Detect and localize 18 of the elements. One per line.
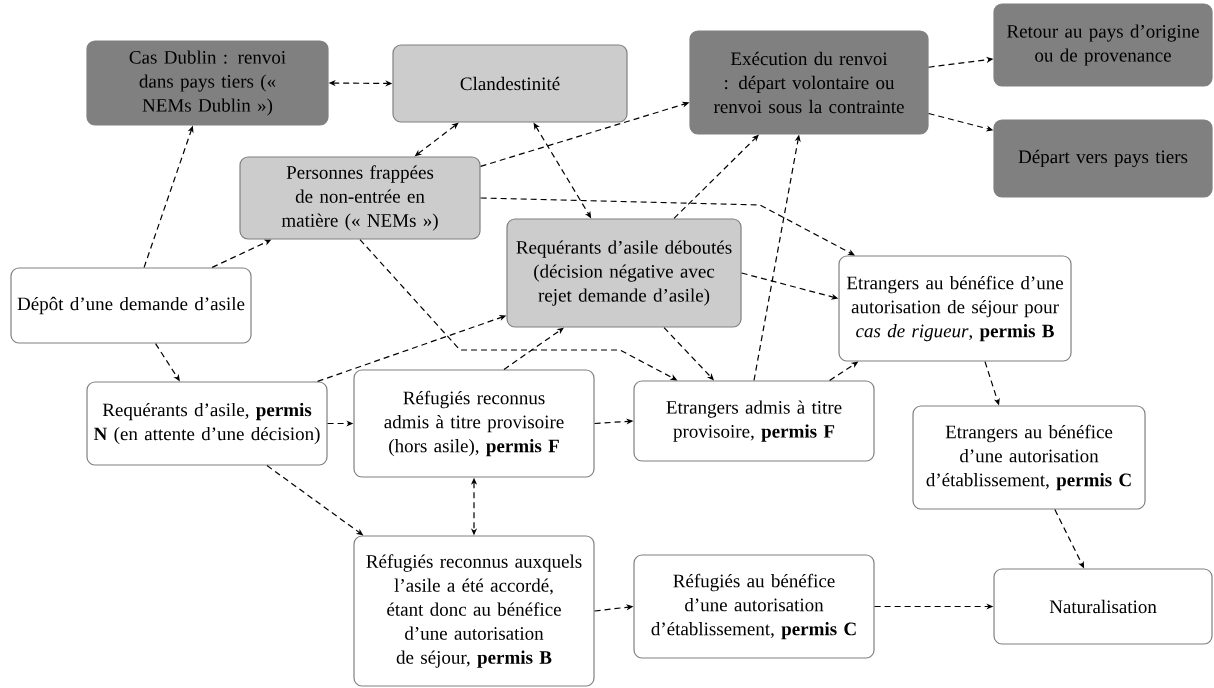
process-box: Exécution du renvoi : départ volontaire ou renvoi sous la contrainte xyxy=(689,30,929,135)
process-box: Réfugiés reconnus admis à titre provisoire (hors asile), permis F xyxy=(353,369,595,478)
process-box: Cas Dublin : renvoi dans pays tiers (« NEMs Dublin ») xyxy=(86,40,329,126)
process-box: Personnes frappées de non-entrée en matière (« NEMs ») xyxy=(239,156,481,240)
process-box: Clandestinité xyxy=(392,44,628,123)
process-box: Etrangers admis à titre provisoire, permis F xyxy=(633,380,875,462)
process-box: Naturalisation xyxy=(993,568,1213,645)
process-box: Réfugiés reconnus auxquels l’asile a été accordé, étant donc au bénéfice d’une autorisation de séjour, permis B xyxy=(353,535,595,687)
process-box: Départ vers pays tiers xyxy=(993,119,1213,198)
process-box: Réfugiés au bénéfice d’une autorisation d’établissement, permis C xyxy=(633,554,875,659)
arrow xyxy=(503,327,564,370)
process-box: Etrangers au bénéfice d’une autorisation de séjour pour cas de rigueur, permis B xyxy=(838,255,1072,362)
process-box: Etrangers au bénéfice d’une autorisation d’établissement, permis C xyxy=(912,405,1146,510)
process-box: Requérants d’asile déboutés (décision négative avec rejet demande d’asile) xyxy=(506,218,742,328)
process-box: Requérants d’asile, permis N (en attente d’une décision) xyxy=(86,381,328,466)
process-box: Dépôt d’une demande d’asile xyxy=(10,267,252,344)
process-box: Retour au pays d’origine ou de provenance xyxy=(993,3,1213,87)
arrow xyxy=(480,197,855,256)
